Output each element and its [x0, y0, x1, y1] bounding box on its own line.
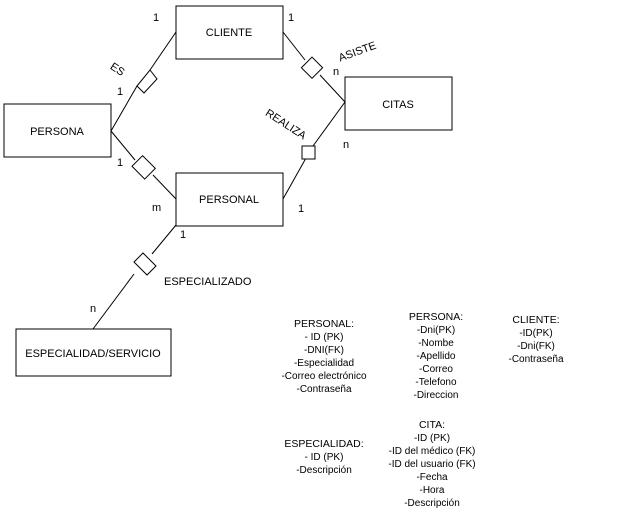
attribute-item: -ID del usuario (FK)	[388, 459, 476, 470]
line-es2-personal	[152, 174, 177, 200]
attribute-item: -ID (PK)	[413, 433, 451, 444]
diamond-es[interactable]	[136, 69, 158, 94]
line-citas-realiza	[312, 101, 346, 147]
attributes-especialidad: ESPECIALIDAD: - ID (PK) -Descripción	[274, 438, 374, 477]
cardinality-citas-asiste: n	[333, 66, 339, 78]
attributes-cita-title: CITA:	[418, 419, 446, 431]
cardinality-personal-especializado: 1	[180, 229, 186, 241]
cardinality-persona-es-top: 1	[117, 86, 123, 98]
entity-label-persona: PERSONA	[30, 126, 84, 138]
attribute-item: -DNI(FK)	[304, 345, 344, 356]
line-asiste-citas	[319, 74, 346, 103]
attribute-item: - ID (PK)	[304, 332, 344, 343]
entity-cliente[interactable]	[175, 5, 284, 60]
attribute-item: -Correo electrónico	[281, 371, 367, 382]
attribute-item: -ID del médico (FK)	[388, 446, 476, 457]
entity-especialidad[interactable]	[15, 328, 172, 377]
cardinality-cliente-asiste: 1	[288, 12, 294, 24]
attribute-item: -Apellido	[416, 351, 456, 362]
entity-citas[interactable]	[344, 76, 453, 131]
diamond-es-personal[interactable]	[131, 154, 157, 180]
line-realiza-personal	[282, 157, 307, 200]
attribute-item: - ID (PK)	[304, 452, 344, 463]
attribute-item: -Dni(FK)	[517, 341, 555, 352]
attributes-cliente-title: CLIENTE:	[512, 314, 560, 326]
entity-label-citas: CITAS	[382, 99, 414, 111]
attribute-item: -Descripción	[296, 465, 352, 476]
line-persona-es2	[110, 130, 136, 161]
attribute-item: -Telefono	[415, 377, 457, 388]
attributes-personal-title: PERSONAL:	[293, 318, 355, 330]
line-cliente-asiste	[282, 31, 306, 61]
attribute-item: -Correo	[419, 364, 453, 375]
attributes-cita: CITA: -ID (PK) -ID del médico (FK) -ID d…	[378, 419, 486, 510]
line-especializado-especialidad	[92, 273, 135, 330]
attribute-item: -Hora	[419, 485, 445, 496]
attribute-item: -Fecha	[416, 472, 448, 483]
attribute-item: -Direccion	[413, 390, 459, 401]
cardinality-personal-m: m	[152, 202, 161, 214]
attribute-item: -Descripción	[404, 498, 460, 509]
cardinality-citas-realiza: n	[343, 139, 349, 151]
cardinality-cliente-es: 1	[153, 12, 159, 24]
attributes-persona-title: PERSONA:	[408, 311, 464, 323]
line-personal-especializado	[151, 224, 177, 255]
connector-lines	[92, 31, 346, 330]
attribute-item: -Contraseña	[296, 384, 352, 395]
entity-label-cliente: CLIENTE	[206, 27, 252, 39]
attribute-item: -ID(PK)	[519, 328, 553, 339]
entity-personal[interactable]	[175, 172, 284, 227]
cardinality-persona-es-bottom: 1	[117, 157, 123, 169]
attribute-item: -Especialidad	[293, 358, 355, 369]
cardinality-personal-realiza: 1	[298, 203, 304, 215]
line-cliente-es	[149, 31, 177, 71]
relationship-label-especializado: ESPECIALIZADO	[164, 276, 252, 288]
entity-label-especialidad: ESPECIALIDAD/SERVICIO	[25, 348, 161, 360]
attributes-cliente: CLIENTE: -ID(PK) -Dni(FK) -Contraseña	[496, 314, 576, 366]
attribute-item: -Contraseña	[508, 354, 564, 365]
attributes-persona: PERSONA: -Dni(PK) -Nombe -Apellido -Corr…	[396, 311, 476, 402]
relationship-label-es: ES	[108, 61, 127, 79]
entity-persona[interactable]	[3, 103, 112, 158]
entity-label-personal: PERSONAL	[199, 194, 259, 206]
diamond-asiste[interactable]	[300, 56, 324, 80]
diamond-realiza[interactable]	[301, 145, 316, 160]
line-es-persona	[110, 85, 138, 132]
attributes-especialidad-title: ESPECIALIDAD:	[284, 438, 364, 450]
attributes-personal: PERSONAL: - ID (PK) -DNI(FK) -Especialid…	[274, 318, 374, 396]
attribute-item: -Dni(PK)	[416, 325, 456, 336]
relationship-label-asiste: ASISTE	[337, 40, 378, 65]
cardinality-especialidad-n: n	[90, 303, 96, 315]
relationship-label-realiza: REALIZA	[263, 107, 309, 142]
attribute-item: -Nombe	[418, 338, 454, 349]
diamond-especializado[interactable]	[133, 252, 157, 276]
